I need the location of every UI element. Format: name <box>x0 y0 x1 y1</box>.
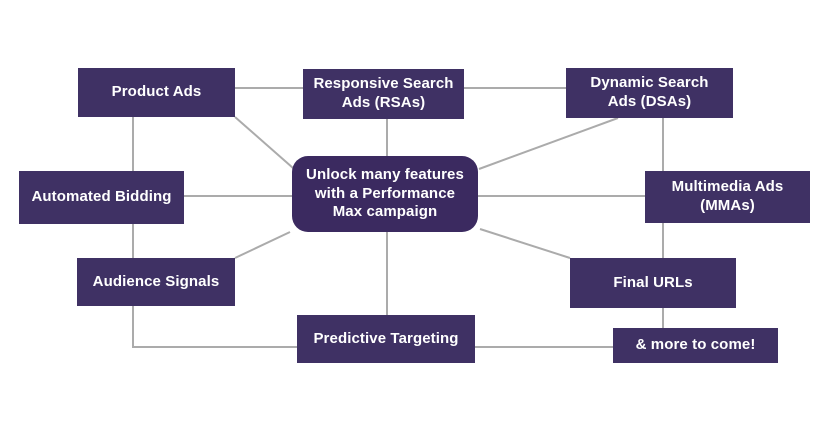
node-product-ads: Product Ads <box>78 68 235 117</box>
node-performance-max-label-line: with a Performance <box>314 184 456 202</box>
node-more-to-come-label-line: & more to come! <box>635 336 756 354</box>
edge-performance-max--final-urls <box>479 228 571 259</box>
node-multimedia-ads: Multimedia Ads(MMAs) <box>645 171 810 223</box>
edge-product-ads--performance-max <box>234 116 294 169</box>
node-responsive-search-ads-label-line: Ads (RSAs) <box>341 94 426 111</box>
node-audience-signals-label-line: Audience Signals <box>92 272 220 290</box>
node-automated-bidding: Automated Bidding <box>19 171 184 224</box>
node-final-urls: Final URLs <box>570 258 736 308</box>
node-audience-signals: Audience Signals <box>77 258 235 306</box>
node-multimedia-ads-label-line: (MMAs) <box>700 197 755 214</box>
node-predictive-targeting-label-line: Predictive Targeting <box>313 329 459 347</box>
node-product-ads-label-line: Product Ads <box>111 83 202 101</box>
node-final-urls-label-line: Final URLs <box>613 273 693 291</box>
edge-dynamic-search-ads--performance-max <box>478 117 619 170</box>
node-predictive-targeting: Predictive Targeting <box>297 315 475 363</box>
node-performance-max-label-line: Max campaign <box>332 203 438 221</box>
node-responsive-search-ads-label-line: Responsive Search <box>313 75 454 93</box>
node-automated-bidding-label-line: Automated Bidding <box>31 188 172 206</box>
node-performance-max-label-line: Unlock many features <box>306 165 464 183</box>
edge-audience-signals--predictive-targeting <box>132 306 297 348</box>
node-dynamic-search-ads-label-line: Dynamic Search <box>590 74 709 92</box>
edge-performance-max--audience-signals <box>234 231 291 259</box>
node-dynamic-search-ads-label-line: Ads (DSAs) <box>607 93 692 110</box>
node-multimedia-ads-label-line: Multimedia Ads <box>671 178 784 196</box>
node-more-to-come: & more to come! <box>613 328 778 363</box>
